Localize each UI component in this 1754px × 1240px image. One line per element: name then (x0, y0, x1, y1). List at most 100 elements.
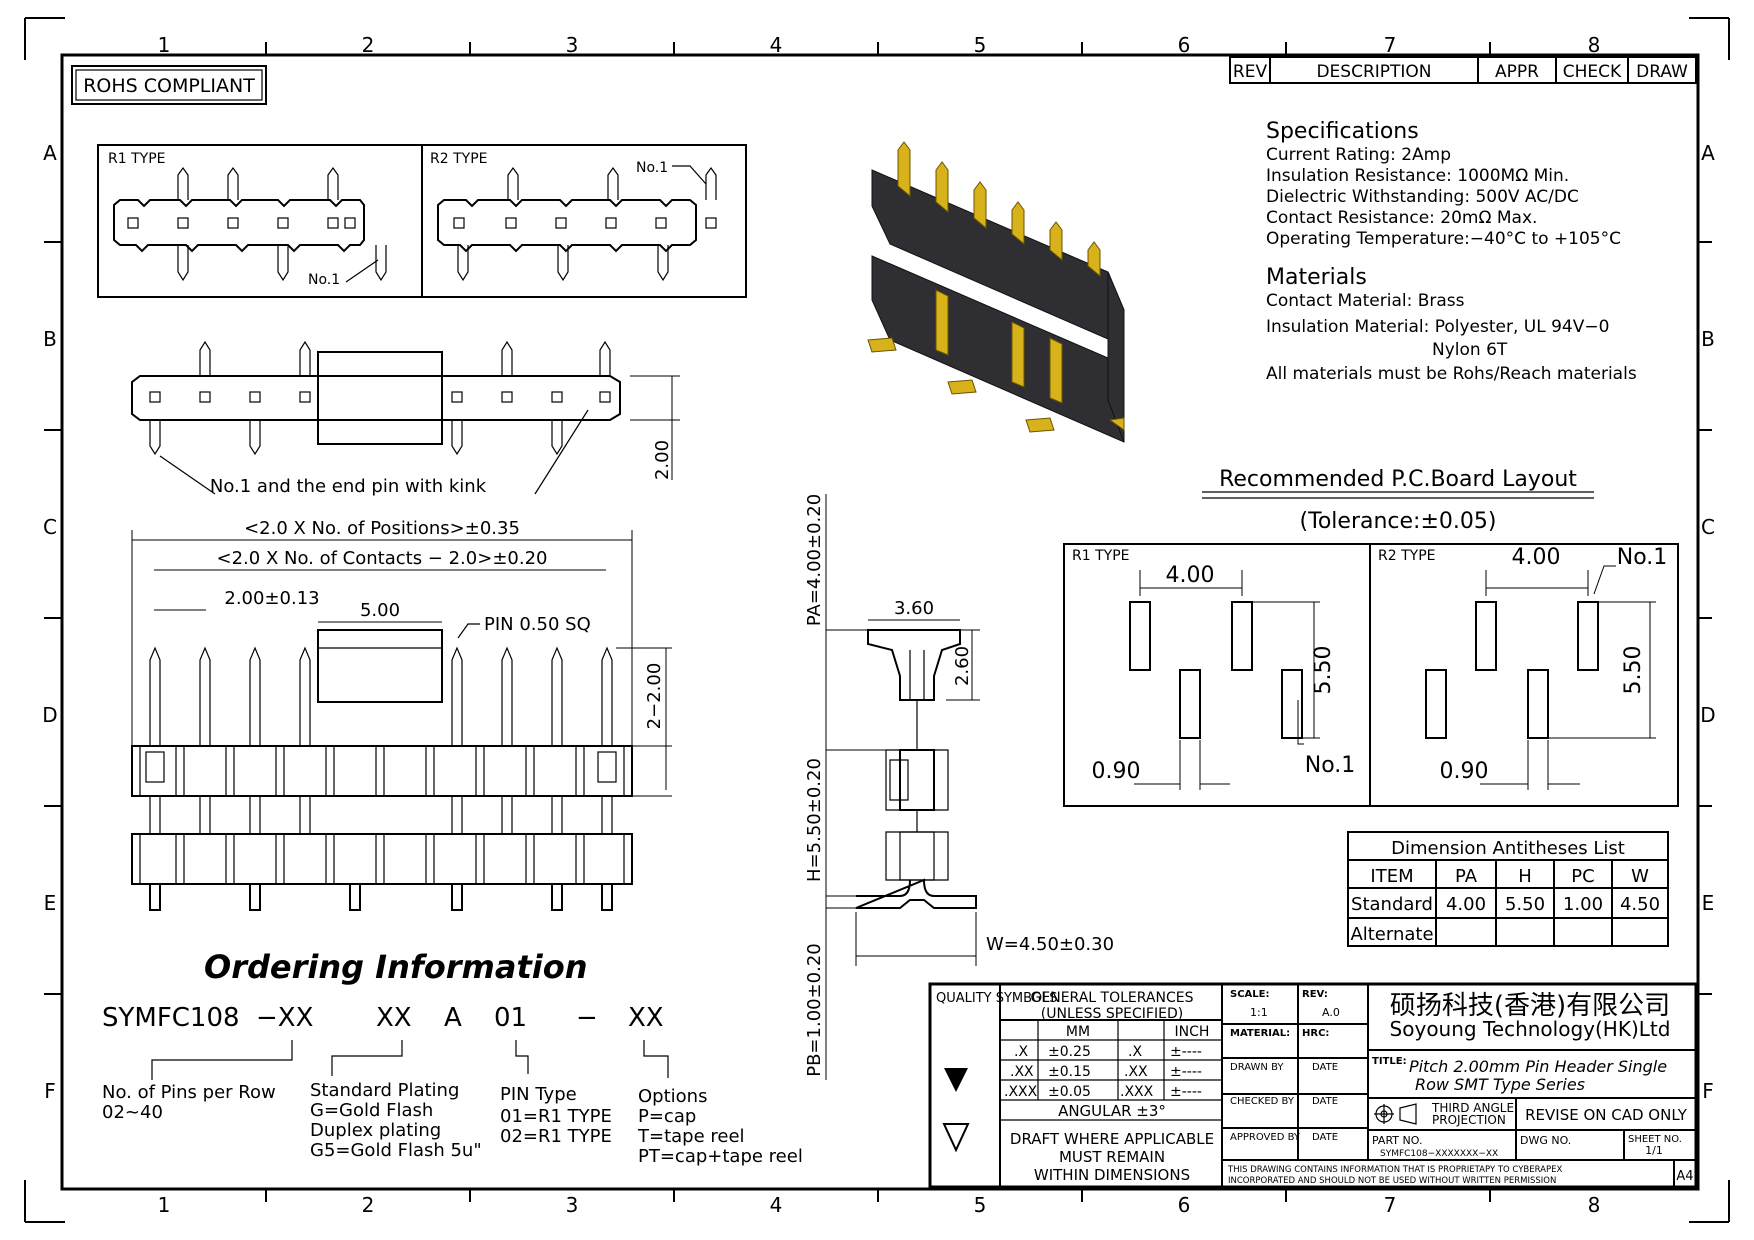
zone-label: 5 (974, 1193, 987, 1217)
zone-label: 6 (1178, 33, 1191, 57)
dim-table-header: PA (1455, 866, 1478, 887)
pcb-r1-pitch: 4.00 (1166, 563, 1215, 588)
spec-line: Operating Temperature:−40°C to +105°C (1266, 229, 1621, 249)
pin-type-views: R1 TYPE R2 TYPE No.1 No.1 (97, 144, 747, 298)
material-line: All materials must be Rohs/Reach materia… (1266, 364, 1637, 384)
order-group-line: T=tape reel (637, 1126, 745, 1147)
rev-label: REV: (1302, 989, 1328, 1000)
tol-inch-header: INCH (1175, 1024, 1210, 1040)
zone-label: F (1702, 1079, 1714, 1103)
angular-tolerance: ANGULAR ±3° (1058, 1102, 1166, 1120)
material-line: Contact Material: Brass (1266, 291, 1465, 311)
drawing-title: Pitch 2.00mm Pin Header Single (1409, 1057, 1667, 1076)
zone-label: A (1701, 141, 1715, 165)
zone-label: C (1701, 515, 1715, 539)
zone-labels-top: 1 2 3 4 5 6 7 8 (158, 33, 1601, 57)
order-code-part: XX (376, 1003, 412, 1033)
scale-value: 1:1 (1250, 1006, 1268, 1019)
order-group-line: 02~40 (102, 1102, 163, 1123)
zone-ticks (44, 42, 1712, 1202)
drawing-title: Row SMT Type Series (1415, 1075, 1585, 1094)
zone-label: 4 (770, 1193, 783, 1217)
zone-label: D (1700, 703, 1715, 727)
zone-label: 1 (158, 33, 171, 57)
order-code-part: XX (628, 1003, 664, 1033)
drawing-border (60, 53, 1700, 1191)
zone-label: D (42, 703, 57, 727)
date-label: DATE (1312, 1132, 1338, 1143)
material-label: MATERIAL: (1230, 1028, 1290, 1039)
order-group-line: Standard Plating (310, 1080, 459, 1101)
materials-title: Materials (1266, 265, 1367, 290)
tol-cell: ±---- (1170, 1084, 1202, 1100)
pin-note: PIN 0.50 SQ (484, 614, 591, 635)
company-name-en: Soyoung Technology(HK)Ltd (1390, 1017, 1671, 1041)
dimension-table: Dimension Antitheses List ITEM PA H PC W… (1347, 831, 1669, 947)
unless-specified: (UNLESS SPECIFIED) (1041, 1006, 1183, 1022)
zone-labels-bottom: 1 2 3 4 5 6 7 8 (158, 1193, 1601, 1217)
order-group-line: 02=R1 TYPE (500, 1126, 612, 1147)
zone-label: B (43, 327, 57, 351)
check-header: CHECK (1563, 62, 1622, 82)
dim-contacts: <2.0 X No. of Contacts − 2.0>±0.20 (217, 548, 548, 569)
zone-label: 7 (1384, 33, 1397, 57)
material-line: Insulation Material: Polyester, UL 94V−0 (1266, 317, 1609, 337)
zone-label: 8 (1588, 33, 1601, 57)
zone-label: C (43, 515, 57, 539)
corner-marks (24, 17, 1730, 1223)
tol-cell: .XX (1010, 1064, 1034, 1080)
drawn-by-label: DRAWN BY (1230, 1062, 1284, 1073)
zone-label: A (43, 141, 57, 165)
pcb-r2-pitch: 4.00 (1512, 545, 1561, 570)
pcb-r1-pad-width: 0.90 (1092, 759, 1141, 784)
r2-no1-label: No.1 (636, 160, 668, 176)
order-group-line: No. of Pins per Row (102, 1082, 276, 1103)
tol-cell: ±0.15 (1048, 1064, 1091, 1080)
dim-table-header: H (1518, 866, 1532, 887)
zone-label: 7 (1384, 1193, 1397, 1217)
zone-labels-left: A B C D E F (42, 141, 57, 1103)
r2-type-label: R2 TYPE (430, 151, 487, 167)
rohs-label: ROHS COMPLIANT (83, 75, 255, 97)
order-code-part: −XX (256, 1003, 313, 1033)
order-code-part: 01 (494, 1003, 527, 1033)
dim-pb: PB=1.00±0.20 (804, 943, 825, 1077)
date-label: DATE (1312, 1096, 1338, 1107)
sheet-no: 1/1 (1645, 1144, 1663, 1157)
checked-by-label: CHECKED BY (1230, 1096, 1295, 1107)
dim-table-cell: 4.50 (1620, 894, 1660, 915)
r1-no1-label: No.1 (308, 272, 340, 288)
revise-note: REVISE ON CAD ONLY (1525, 1106, 1688, 1124)
dim-pa: PA=4.00±0.20 (804, 494, 825, 626)
dim-top-height: 2.00 (652, 440, 673, 480)
tol-cell: .X (1128, 1044, 1142, 1060)
order-group-line: G5=Gold Flash 5u" (310, 1140, 482, 1161)
order-group-line: G=Gold Flash (310, 1100, 433, 1121)
front-view: <2.0 X No. of Positions>±0.35 <2.0 X No.… (131, 518, 672, 911)
tol-cell: .XX (1124, 1064, 1148, 1080)
hrc-label: HRC: (1302, 1028, 1329, 1039)
zone-label: B (1701, 327, 1715, 351)
zone-labels-right: A B C D E F (1700, 141, 1715, 1103)
tol-mm-header: MM (1066, 1024, 1090, 1040)
date-label: DATE (1312, 1062, 1338, 1073)
quality-symbols-label: QUALITY SYMBOLS (936, 991, 1058, 1006)
description-header: DESCRIPTION (1316, 62, 1431, 82)
connector-3d-render (867, 141, 1125, 443)
dim-table-cell: 4.00 (1446, 894, 1486, 915)
pcb-tolerance: (Tolerance:±0.05) (1300, 509, 1497, 534)
order-group-line: Options (638, 1086, 707, 1107)
zone-label: F (44, 1079, 56, 1103)
zone-label: 1 (158, 1193, 171, 1217)
pcb-r2-pad-height: 5.50 (1621, 646, 1646, 695)
scale-label: SCALE: (1230, 989, 1269, 1000)
zone-label: 2 (362, 1193, 375, 1217)
order-code-part: − (576, 1003, 598, 1033)
dim-table-header: W (1631, 866, 1649, 887)
order-code-part: SYMFC108 (102, 1003, 240, 1033)
dim-cap-width: 3.60 (894, 598, 934, 619)
proprietary-notice: THIS DRAWING CONTAINS INFORMATION THAT I… (1227, 1165, 1562, 1175)
projection-label: PROJECTION (1432, 1113, 1506, 1127)
dim-cap: 5.00 (360, 600, 400, 621)
spec-line: Contact Resistance: 20mΩ Max. (1266, 208, 1537, 228)
